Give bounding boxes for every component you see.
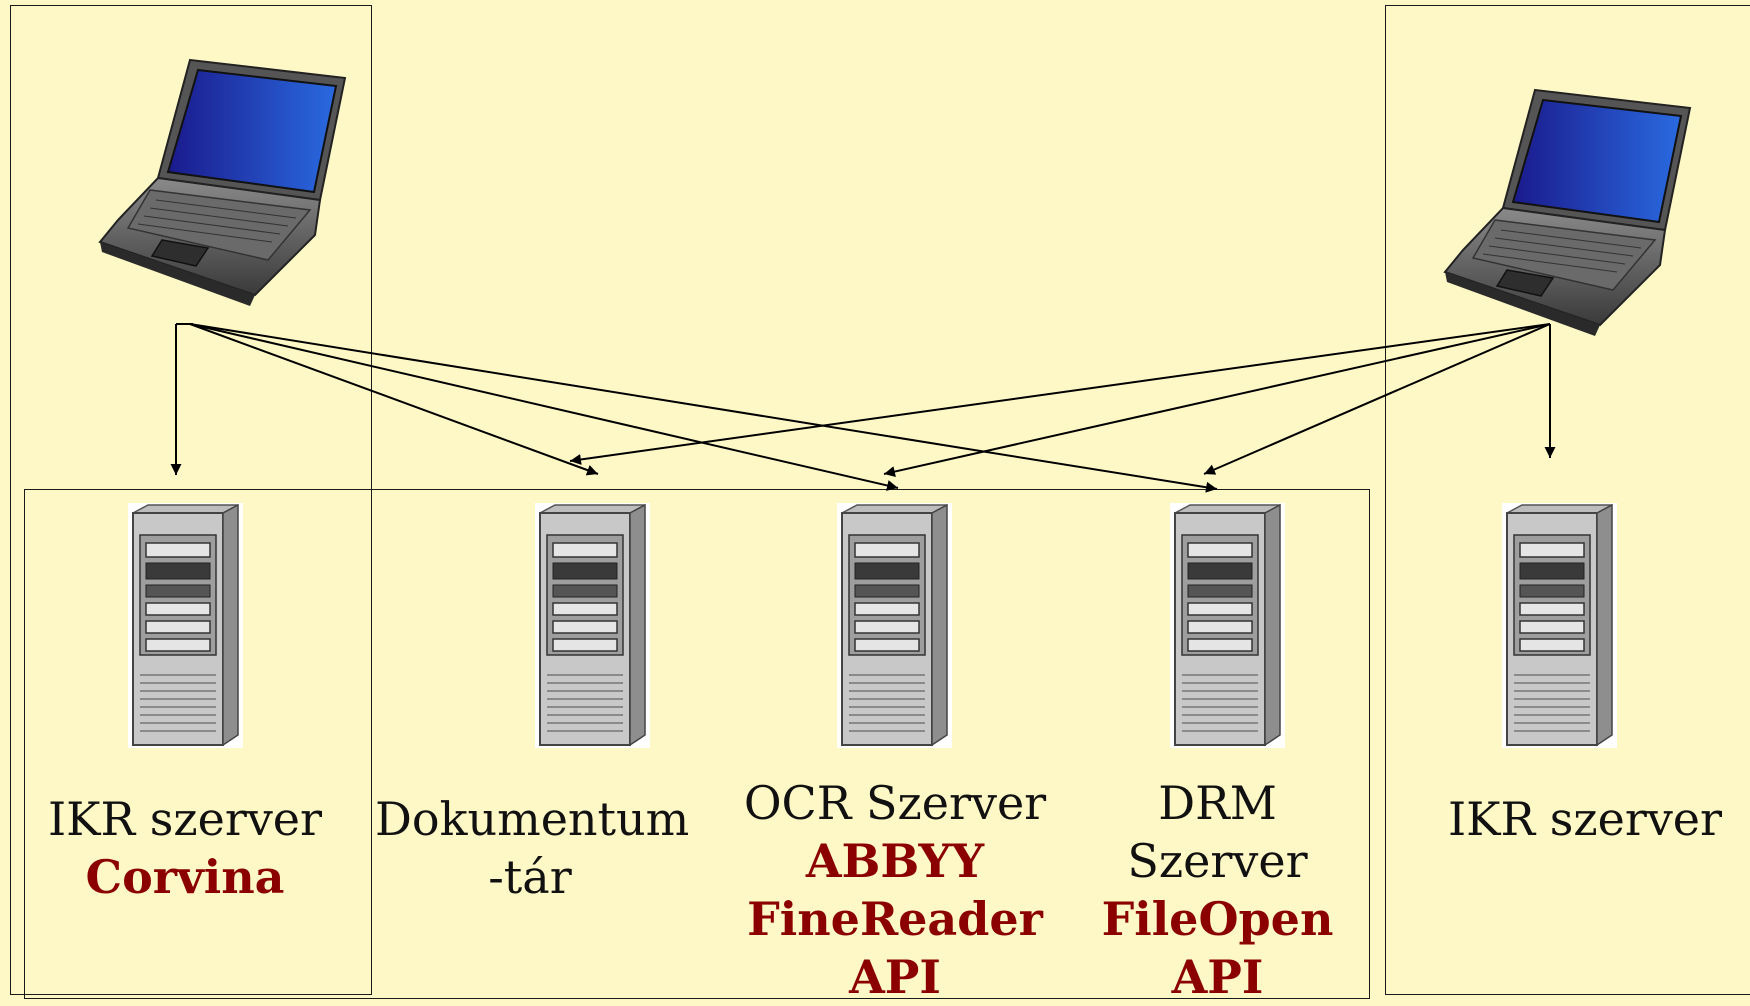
server-product-line: API xyxy=(849,950,941,1004)
server-name-line: -tár xyxy=(488,850,572,904)
laptop-icon xyxy=(98,58,347,306)
arrow-right-to-drm xyxy=(1203,323,1551,475)
server-product-line: Corvina xyxy=(85,850,285,904)
server-product-line: ABBYY xyxy=(805,834,985,888)
server-name-line: IKR szerver xyxy=(47,792,323,846)
arrow-left-to-dokumentum xyxy=(189,323,599,476)
server-name-line: Szerver xyxy=(1127,834,1308,888)
server-product-line: FineReader xyxy=(747,892,1043,946)
server-name-line: Dokumentum xyxy=(375,792,690,846)
label-drm: DRM Szerver FileOpen API xyxy=(1085,774,1350,1006)
label-ikr-corvina: IKR szerver Corvina xyxy=(40,790,330,906)
label-ikr-right: IKR szerver xyxy=(1440,790,1730,848)
laptop-icon xyxy=(1443,88,1692,336)
arrow-right-to-dokumentum xyxy=(569,323,1551,465)
server-name-line: OCR Szerver xyxy=(743,776,1047,830)
server-product-line: FileOpen xyxy=(1101,892,1334,946)
arrow-left-to-drm xyxy=(189,323,1218,493)
arrow-left-to-ocr xyxy=(189,323,899,491)
server-name-line: DRM xyxy=(1158,776,1277,830)
server-name-line: IKR szerver xyxy=(1447,792,1723,846)
server-product-line: API xyxy=(1171,950,1264,1004)
label-ocr: OCR Szerver ABBYY FineReader API xyxy=(735,774,1055,1006)
label-dokumentumtar: Dokumentum -tár xyxy=(375,790,690,906)
arrow-right-to-ocr xyxy=(883,323,1551,477)
